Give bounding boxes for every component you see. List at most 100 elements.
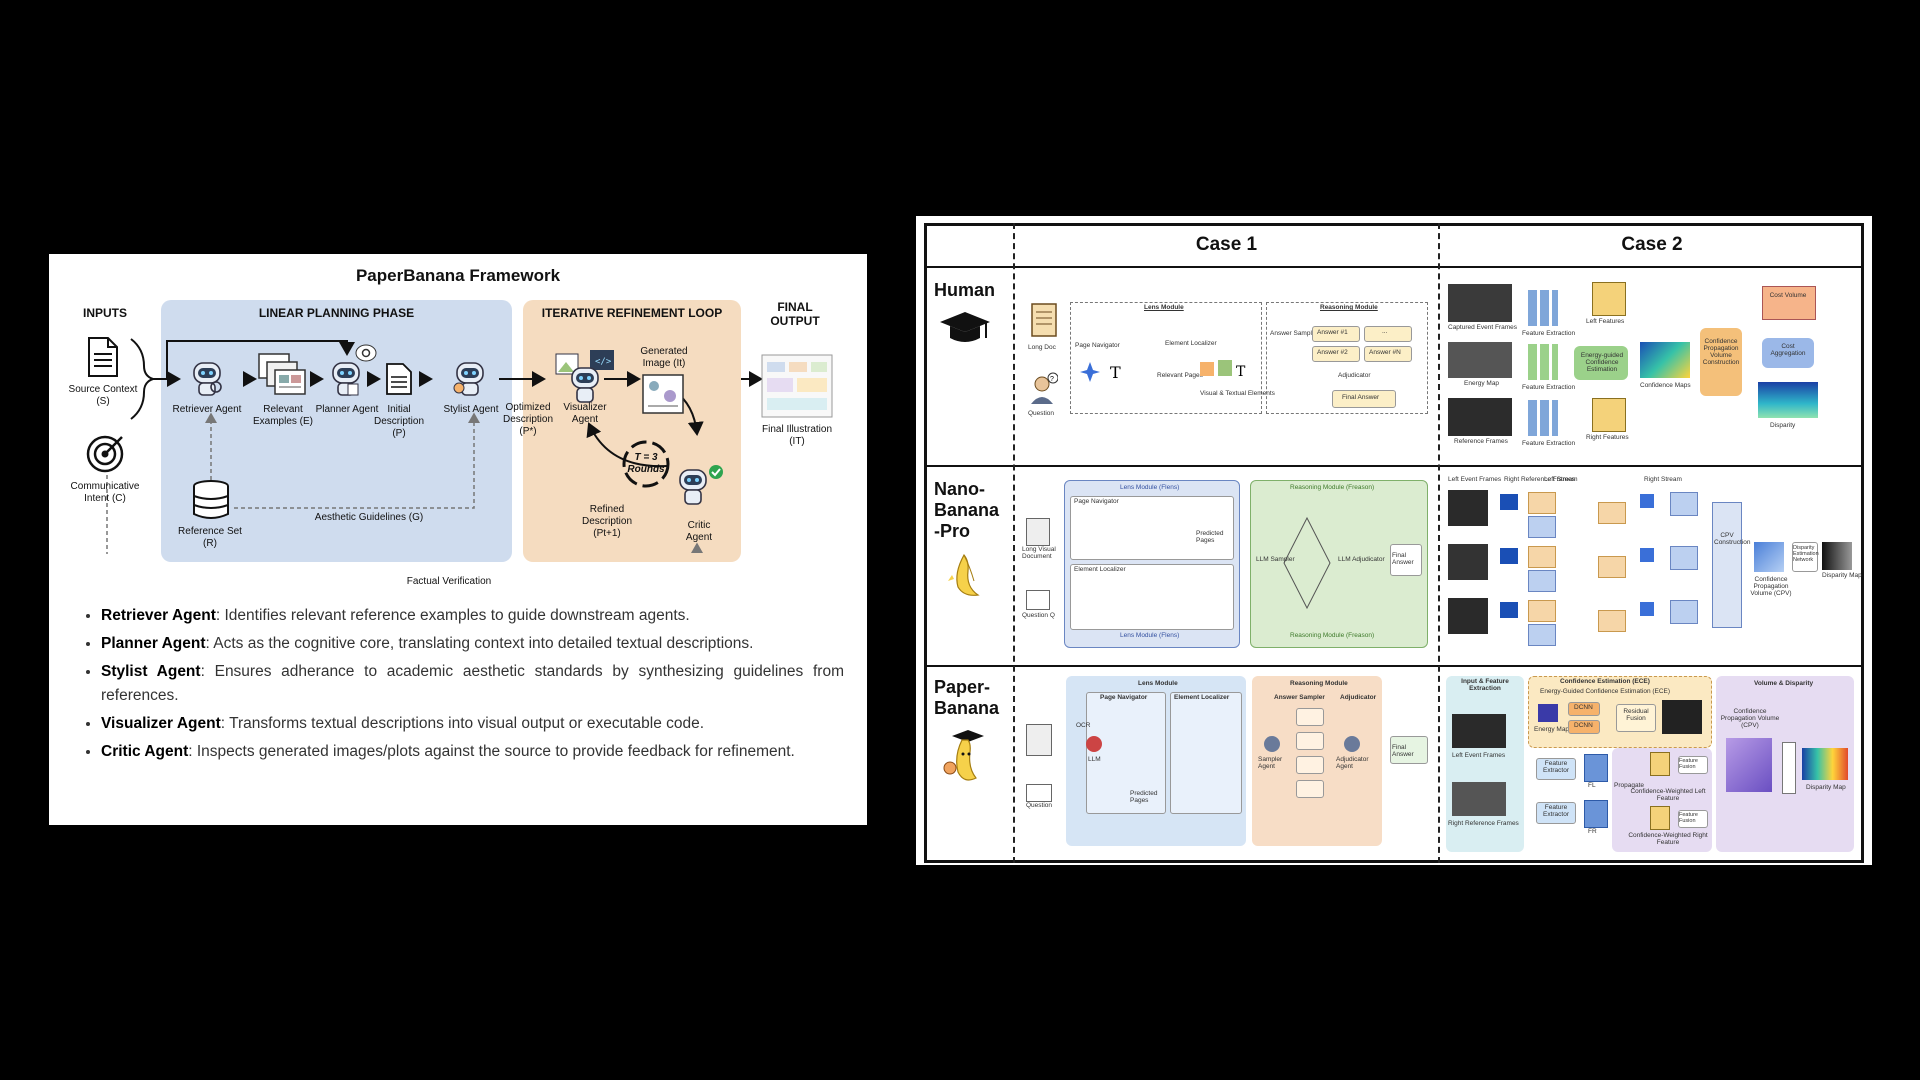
planner-agent-label: Planner Agent (315, 404, 379, 415)
paper-residual-label: Residual Fusion (1623, 708, 1649, 722)
flow-arrows (106, 338, 763, 554)
paper-fr-label: FR (1588, 828, 1597, 835)
database-icon (193, 480, 229, 519)
scroll-icon (1031, 303, 1057, 337)
bullet-stylist: Stylist Agent: Ensures adherance to acad… (101, 660, 844, 708)
row-label-paper-banana: Paper-Banana (934, 677, 1000, 718)
paper-disparity-net-box (1782, 742, 1796, 794)
cost-volume-cube (1762, 286, 1816, 320)
paper-dcnn-label-1: DCNN (1574, 704, 1593, 711)
feature-extraction-label-1: Feature Extraction (1522, 330, 1576, 337)
document-icon (88, 337, 118, 377)
nano-frames-2 (1448, 544, 1488, 580)
energy-guided-label: Energy-guided Confidence Estimation (1580, 352, 1624, 373)
paper-input-section (1446, 676, 1524, 852)
nano-element-localizer-box (1070, 564, 1234, 630)
paper-adjudicator-agent-icon (1344, 736, 1360, 752)
paper-volume-title: Volume & Disparity (1754, 680, 1814, 687)
human-lens-title: Lens Module (1144, 304, 1184, 311)
paper-cpv-cube (1726, 738, 1772, 792)
paper-feature-extractor-label-1: Feature Extractor (1542, 760, 1569, 774)
nano-right-stream-label: Right Stream (1644, 476, 1682, 483)
svg-text:?: ? (1050, 376, 1054, 383)
nano-frames-3 (1448, 598, 1488, 634)
nano-left-event-label: Left Event Frames (1448, 476, 1502, 483)
nano-cpv-box (1712, 502, 1742, 628)
paper-cpv-label: Confidence Propagation Volume (CPV) (1720, 708, 1780, 729)
svg-text:T: T (1110, 363, 1121, 382)
relevant-examples-label: Relevant Examples (E) (252, 404, 313, 427)
relevant-examples-icon (258, 353, 306, 395)
reference-set-label: Reference Set (R) (178, 526, 242, 549)
communicative-intent-label: Communicative Intent (C) (70, 481, 140, 504)
nano-cpv-volume (1754, 542, 1784, 572)
svg-text:T: T (1236, 364, 1246, 380)
nano-feat-3 (1640, 602, 1654, 616)
final-illustration-icon (761, 354, 833, 418)
nano-block-3 (1528, 546, 1556, 568)
paperbanana-framework-panel: PaperBanana Framework INPUTS LINEAR PLAN… (49, 254, 867, 825)
nano-doc-icon (1026, 518, 1050, 546)
nano-element-localizer-label: Element Localizer (1074, 566, 1126, 573)
visualizer-agent-label: Visualizer Agent (563, 402, 607, 425)
nano-right-ref-label: Right Reference Frames (1504, 476, 1575, 483)
paper-weighted-left-cube (1650, 752, 1670, 776)
paper-adjudicator-label: Adjudicator (1340, 694, 1377, 701)
paper-question-icon (1026, 784, 1052, 802)
visualizer-robot-icon: </> (555, 350, 614, 403)
paper-case2-diagram: Input & Feature Extraction Left Event Fr… (1444, 672, 1858, 858)
column-divider-2 (1438, 223, 1440, 863)
answer1-box (1312, 326, 1360, 342)
linear-planning-phase-area (161, 300, 512, 562)
framework-title: PaperBanana Framework (355, 266, 561, 285)
nano-disparity-map (1822, 542, 1852, 570)
right-features-label: Right Features (1586, 434, 1629, 441)
nano-cpv-label: CPV Construction (1714, 532, 1751, 546)
linear-phase-label: LINEAR PLANNING PHASE (258, 306, 415, 320)
nano-feat-2 (1640, 548, 1654, 562)
paper-answer-box-4 (1296, 780, 1324, 798)
paper-feature-fusion-label-2: Feature Fusion (1679, 812, 1698, 824)
nano-frames-1 (1448, 490, 1488, 526)
adjudicator-label: Adjudicator (1338, 372, 1371, 379)
nano-block-6 (1528, 624, 1556, 646)
paper-dcnn-box-2 (1568, 720, 1600, 734)
captured-frames-label: Captured Event Frames (1448, 324, 1518, 331)
nano-llm-sampler-label: LLM Sampler (1256, 556, 1295, 563)
paper-llm-label: LLM (1088, 756, 1101, 763)
cost-aggregation-box (1762, 338, 1814, 368)
loop-phase-label: ITERATIVE REFINEMENT LOOP (541, 306, 723, 320)
confidence-maps-label: Confidence Maps (1640, 382, 1691, 389)
paper-answer-sampler-label: Answer Sampler (1274, 694, 1325, 701)
bullet-planner: Planner Agent: Acts as the cognitive cor… (101, 632, 844, 656)
nano-feat-1 (1640, 494, 1654, 508)
paper-ece-subtitle: Energy-Guided Confidence Estimation (ECE… (1540, 688, 1671, 695)
row-divider-2 (924, 665, 1864, 667)
row-label-human: Human (934, 280, 996, 300)
nano-lens-title-bottom: Lens Module (Flens) (1120, 632, 1180, 639)
row-divider-1 (924, 465, 1864, 467)
inputs-header: INPUTS (82, 306, 127, 320)
paper-energy-map-label: Energy Map (1534, 726, 1570, 733)
paper-reasoning-title: Reasoning Module (1290, 680, 1348, 687)
energy-map-label: Energy Map (1464, 380, 1500, 387)
retriever-robot-icon (193, 362, 222, 396)
feature-extraction-label-3: Feature Extraction (1522, 440, 1576, 447)
paper-fl-label: FL (1588, 782, 1596, 789)
nano-disparity-map-label: Disparity Map (1822, 572, 1862, 579)
row-label-nano-banana-pro: Nano-Banana-Pro (934, 479, 1000, 541)
nano-case2-diagram: Left Event Frames Right Reference Frames… (1444, 472, 1862, 660)
paper-dcnn-label-2: DCNN (1574, 722, 1593, 729)
answer2-label: Answer #2 (1317, 349, 1348, 356)
paper-element-localizer-box (1170, 692, 1242, 814)
paper-ocr-label: OCR (1076, 722, 1091, 729)
nano-block-9 (1598, 610, 1626, 632)
disparity-thumb (1758, 382, 1818, 418)
banana-mascot-icon (943, 730, 984, 781)
nano-reasoning-diamond (1283, 516, 1331, 610)
paper-confidence-map-thumb (1662, 700, 1702, 734)
paper-feature-fusion-box-2 (1678, 810, 1708, 828)
relevant-pages-label: Relevant Pages (1157, 372, 1203, 379)
paper-right-ref-label: Right Reference Frames (1448, 820, 1519, 827)
paper-energy-map-thumb (1538, 704, 1558, 722)
